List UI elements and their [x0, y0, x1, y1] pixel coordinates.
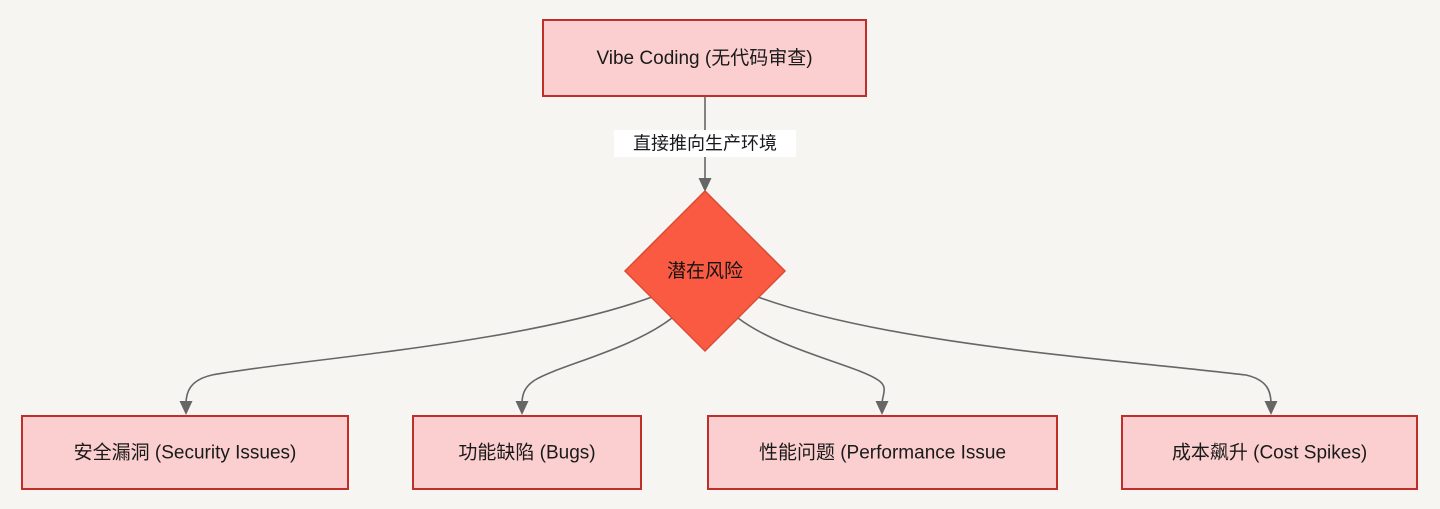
node-outcome-bugs[interactable]: 功能缺陷 (Bugs): [412, 415, 642, 490]
node-outcome-3-label: 成本飙升 (Cost Spikes): [1172, 442, 1367, 464]
node-outcome-cost-spikes[interactable]: 成本飙升 (Cost Spikes): [1121, 415, 1418, 490]
arrowhead-icon: [179, 401, 193, 415]
arrowhead-icon: [1264, 401, 1278, 415]
node-outcome-1-label: 功能缺陷 (Bugs): [458, 442, 595, 464]
node-outcome-1-shape[interactable]: [412, 415, 642, 490]
edge-line: [737, 317, 885, 405]
edge-line: [521, 317, 673, 405]
edge-label-text: 直接推向生产环境: [633, 133, 777, 153]
node-risk-shape[interactable]: [623, 189, 787, 353]
arrowhead-icon: [875, 401, 889, 415]
node-outcome-performance-issue[interactable]: 性能问题 (Performance Issue: [707, 415, 1058, 490]
node-risk-decision[interactable]: 潜在风险: [623, 189, 787, 353]
edge-line: [757, 296, 1272, 405]
arrowhead-icon: [698, 178, 712, 192]
edge-label-root-to-risk: 直接推向生产环境: [614, 130, 796, 157]
node-risk-label: 潜在风险: [667, 260, 743, 282]
node-outcome-2-shape[interactable]: [707, 415, 1058, 490]
node-root-label: Vibe Coding (无代码审查): [596, 47, 812, 69]
arrowhead-icon: [515, 401, 529, 415]
edge-risk-to-outcome-2: [737, 317, 889, 415]
node-root-shape[interactable]: [542, 19, 867, 97]
node-root[interactable]: Vibe Coding (无代码审查): [542, 19, 867, 97]
edge-risk-to-outcome-1: [515, 317, 673, 415]
node-outcome-security-issues[interactable]: 安全漏洞 (Security Issues): [21, 415, 349, 490]
edge-risk-to-outcome-3: [757, 296, 1278, 415]
edge-risk-to-outcome-0: [179, 296, 653, 415]
node-outcome-0-shape[interactable]: [21, 415, 349, 490]
edge-label-background: [614, 130, 796, 157]
node-outcome-3-shape[interactable]: [1121, 415, 1418, 490]
node-outcome-2-label: 性能问题 (Performance Issue: [759, 442, 1006, 464]
edge-line: [185, 296, 653, 405]
node-outcome-0-label: 安全漏洞 (Security Issues): [74, 442, 297, 464]
